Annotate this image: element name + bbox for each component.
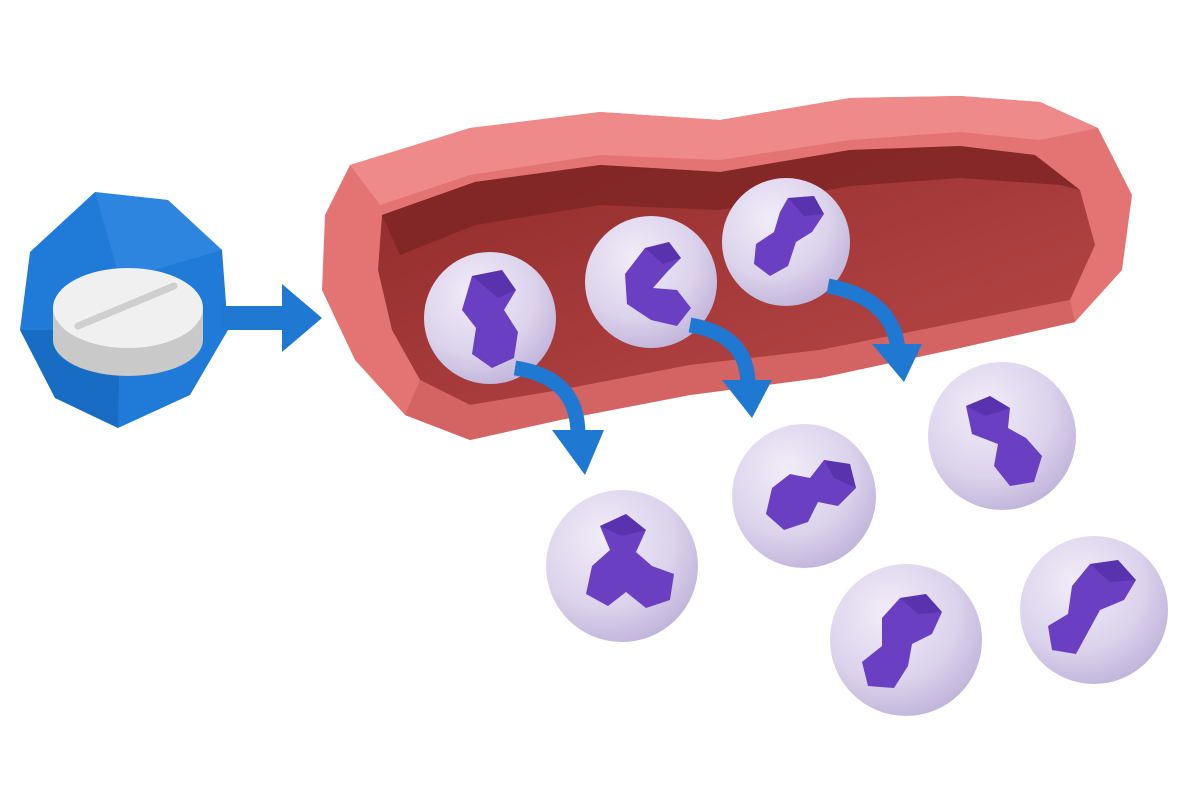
cells-inside-vessel xyxy=(424,178,850,384)
arrow-right-icon xyxy=(222,284,322,352)
neutrophil-icon xyxy=(830,564,982,716)
drug-badge xyxy=(20,192,228,428)
neutrophil-icon xyxy=(585,216,717,348)
vessel-inner-shadow xyxy=(382,146,1080,255)
neutrophil-icon xyxy=(546,490,698,642)
neutrophil-icon xyxy=(928,362,1076,510)
cells-in-tissue xyxy=(546,362,1168,716)
curved-arrow-icon xyxy=(688,317,772,418)
neutrophil-icon xyxy=(424,252,556,384)
neutrophil-icon xyxy=(722,178,850,306)
badge-facet xyxy=(95,192,222,280)
vessel-top-facet xyxy=(350,96,1098,205)
neutrophil-icon xyxy=(1020,536,1168,684)
curved-arrow-icon xyxy=(826,278,922,382)
migration-arrows xyxy=(513,278,922,475)
pill-icon xyxy=(53,268,203,376)
curved-arrow-icon xyxy=(513,360,604,475)
neutrophil-icon xyxy=(732,424,876,568)
